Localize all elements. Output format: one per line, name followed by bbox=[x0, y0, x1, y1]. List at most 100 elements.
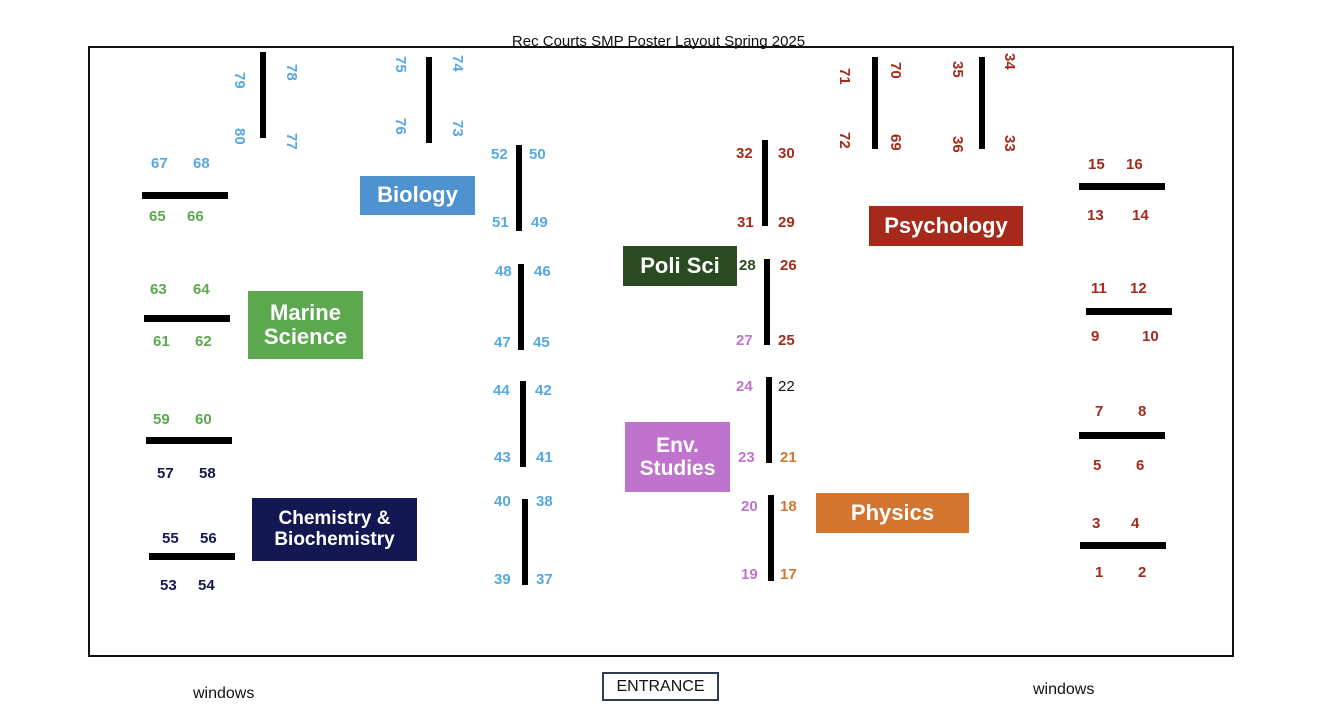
dept-label-poli-sci: Poli Sci bbox=[623, 246, 737, 286]
dept-label-chemistry-text: Chemistry & Biochemistry bbox=[274, 507, 395, 550]
board-bar-53-56 bbox=[149, 553, 235, 560]
board-bar-45-48 bbox=[518, 264, 524, 350]
board-number: 57 bbox=[157, 465, 174, 482]
board-number: 40 bbox=[494, 493, 511, 510]
board-number: 70 bbox=[887, 62, 904, 79]
board-number: 52 bbox=[491, 146, 508, 163]
board-number: 66 bbox=[187, 208, 204, 225]
board-number: 71 bbox=[836, 68, 853, 85]
board-number: 78 bbox=[283, 64, 300, 81]
board-number: 51 bbox=[492, 214, 509, 231]
dept-label-chemistry: Chemistry & Biochemistry bbox=[252, 498, 417, 561]
board-number: 34 bbox=[1001, 53, 1018, 70]
board-number: 69 bbox=[887, 134, 904, 151]
board-number: 36 bbox=[949, 136, 966, 153]
board-bar-69-72 bbox=[872, 57, 878, 149]
board-bar-21-24 bbox=[766, 377, 772, 463]
board-number: 35 bbox=[949, 61, 966, 78]
board-number: 43 bbox=[494, 449, 511, 466]
board-number: 2 bbox=[1138, 564, 1147, 581]
board-bar-65-68 bbox=[142, 192, 228, 199]
board-bar-61-64 bbox=[144, 315, 230, 322]
board-number: 21 bbox=[780, 449, 797, 466]
board-number: 29 bbox=[778, 214, 795, 231]
board-number: 10 bbox=[1142, 328, 1159, 345]
board-number: 23 bbox=[738, 449, 755, 466]
board-number: 55 bbox=[162, 530, 179, 547]
board-number: 62 bbox=[195, 333, 212, 350]
board-number: 27 bbox=[736, 332, 753, 349]
dept-label-physics: Physics bbox=[816, 493, 969, 533]
board-number: 61 bbox=[153, 333, 170, 350]
entrance-label: ENTRANCE bbox=[602, 672, 719, 701]
board-number: 30 bbox=[778, 145, 795, 162]
board-number: 50 bbox=[529, 146, 546, 163]
board-number: 38 bbox=[536, 493, 553, 510]
board-number: 33 bbox=[1001, 135, 1018, 152]
board-number: 20 bbox=[741, 498, 758, 515]
board-number: 79 bbox=[231, 72, 248, 89]
board-bar-73-76 bbox=[426, 57, 432, 143]
board-number: 9 bbox=[1091, 328, 1100, 345]
board-number: 64 bbox=[193, 281, 210, 298]
board-number: 76 bbox=[392, 118, 409, 135]
board-bar-77-80 bbox=[260, 52, 266, 138]
board-bar-41-44 bbox=[520, 381, 526, 467]
board-number: 26 bbox=[780, 257, 797, 274]
board-number: 46 bbox=[534, 263, 551, 280]
windows-label-left: windows bbox=[193, 685, 255, 702]
board-number: 44 bbox=[493, 382, 510, 399]
board-number: 75 bbox=[392, 56, 409, 73]
dept-label-biology: Biology bbox=[360, 176, 475, 215]
board-bar-13-16 bbox=[1079, 183, 1165, 190]
board-number: 65 bbox=[149, 208, 166, 225]
dept-label-marine-science-text: Marine Science bbox=[263, 299, 348, 349]
board-number: 73 bbox=[449, 120, 466, 137]
board-bar-57-60 bbox=[146, 437, 232, 444]
board-number: 8 bbox=[1138, 403, 1147, 420]
board-number: 32 bbox=[736, 145, 753, 162]
board-number: 49 bbox=[531, 214, 548, 231]
board-number: 17 bbox=[780, 566, 797, 583]
board-number: 41 bbox=[536, 449, 553, 466]
board-number: 1 bbox=[1095, 564, 1104, 581]
board-bar-17-20 bbox=[768, 495, 774, 581]
board-bar-49-52 bbox=[516, 145, 522, 231]
board-number: 15 bbox=[1088, 156, 1105, 173]
board-bar-5-8 bbox=[1079, 432, 1165, 439]
board-number: 47 bbox=[494, 334, 511, 351]
windows-label-right: windows bbox=[1033, 681, 1095, 698]
board-number: 72 bbox=[836, 132, 853, 149]
board-bar-9-12 bbox=[1086, 308, 1172, 315]
board-number: 6 bbox=[1136, 457, 1145, 474]
board-number: 37 bbox=[536, 571, 553, 588]
board-number: 5 bbox=[1093, 457, 1102, 474]
board-number: 7 bbox=[1095, 403, 1104, 420]
dept-label-marine-science: Marine Science bbox=[248, 291, 363, 359]
board-number: 16 bbox=[1126, 156, 1143, 173]
board-bar-37-40 bbox=[522, 499, 528, 585]
board-number: 63 bbox=[150, 281, 167, 298]
board-number: 24 bbox=[736, 378, 753, 395]
board-bar-25-28 bbox=[764, 259, 770, 345]
board-number: 11 bbox=[1091, 280, 1107, 297]
board-number: 60 bbox=[195, 411, 212, 428]
board-number: 56 bbox=[200, 530, 217, 547]
board-number: 19 bbox=[741, 566, 758, 583]
board-number: 12 bbox=[1130, 280, 1147, 297]
board-bar-1-4 bbox=[1080, 542, 1166, 549]
dept-label-env-studies-text: Env. Studies bbox=[639, 433, 716, 480]
room-outline bbox=[88, 46, 1234, 657]
board-number: 77 bbox=[283, 133, 300, 150]
board-number: 53 bbox=[160, 577, 177, 594]
board-number: 31 bbox=[737, 214, 754, 231]
board-bar-33-36 bbox=[979, 57, 985, 149]
board-number: 42 bbox=[535, 382, 552, 399]
board-number: 74 bbox=[449, 55, 466, 72]
board-number: 25 bbox=[778, 332, 795, 349]
board-number: 58 bbox=[199, 465, 216, 482]
board-number: 45 bbox=[533, 334, 550, 351]
board-number: 39 bbox=[494, 571, 511, 588]
dept-label-psychology: Psychology bbox=[869, 206, 1023, 246]
diagram-title: Rec Courts SMP Poster Layout Spring 2025 bbox=[511, 33, 806, 50]
